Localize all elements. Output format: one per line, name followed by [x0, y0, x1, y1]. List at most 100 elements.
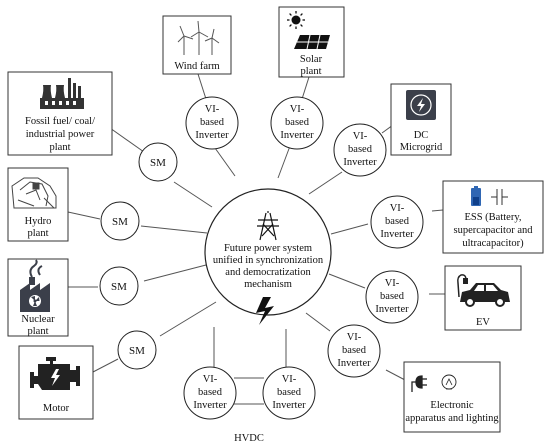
vi-line-2: based	[277, 387, 302, 398]
plug-and-lamp-icon	[411, 374, 457, 392]
dc-label-2: Microgrid	[400, 142, 443, 153]
sm-node-fossil: SM	[138, 142, 178, 182]
ess-label-3: ultracapacitor)	[462, 238, 524, 249]
center-line-2: unified in synchronization	[213, 255, 324, 266]
center-hub: Future power system unified in synchroni…	[204, 188, 332, 325]
power-plant-icon	[40, 78, 84, 109]
electric-car-icon	[457, 274, 510, 307]
vi-line-3: Inverter	[375, 304, 409, 315]
sm-label: SM	[111, 281, 127, 293]
vi-line-3: Inverter	[280, 130, 314, 141]
center-line-4: mechanism	[244, 279, 292, 290]
engine-icon	[30, 357, 80, 390]
link-center-sm1	[173, 181, 213, 208]
solar-label-2: plant	[301, 66, 322, 77]
link-sm2-hydro	[67, 211, 101, 220]
link-center-vi-dc	[308, 171, 343, 195]
box-frame	[403, 361, 501, 433]
vi-circle	[270, 96, 324, 150]
link-sm4-motor	[92, 358, 119, 373]
vi-line-3: Inverter	[272, 400, 306, 411]
vi-line-1: VI-	[353, 131, 368, 142]
motor-label: Motor	[43, 403, 70, 414]
vi-line-2: based	[342, 345, 367, 356]
vi-line-1: VI-	[347, 332, 362, 343]
vi-node-dc: VI- based Inverter	[333, 123, 387, 177]
sm-circle	[100, 201, 140, 241]
motor-box: Motor	[18, 345, 94, 420]
center-line-1: Future power system	[224, 243, 312, 254]
link-vi-ess-box	[431, 209, 444, 212]
vi-node-ess: VI- based Inverter	[370, 195, 424, 249]
link-center-vi-ev	[328, 273, 366, 289]
fossil-label-3: plant	[50, 142, 71, 153]
vi-line-2: based	[198, 387, 223, 398]
link-vi-elec-box	[385, 369, 406, 381]
vi-line-1: VI-	[205, 104, 220, 115]
electronic-label-2: apparatus and lighting	[405, 413, 499, 424]
pylon-icon	[257, 211, 279, 241]
vi-line-3: Inverter	[380, 229, 414, 240]
vi-line-1: VI-	[203, 374, 218, 385]
box-frame	[7, 167, 69, 242]
sm-circle	[117, 330, 157, 370]
nuclear-label-1: Nuclear	[21, 314, 55, 325]
ess-label-2: supercapacitor and	[453, 225, 533, 236]
nuclear-label-2: plant	[28, 326, 49, 337]
ev-box: EV	[444, 265, 522, 331]
fossil-label-1: Fossil fuel/ coal/	[25, 116, 95, 127]
electronic-box: Electronic apparatus and lighting	[403, 361, 501, 433]
hydro-plant-box: Hydro plant	[7, 167, 69, 242]
link-center-vi-ess	[330, 223, 369, 235]
vi-node-solar: VI- based Inverter	[270, 96, 324, 150]
nuclear-plant-icon	[20, 259, 50, 312]
solar-plant-box: Solar plant	[278, 6, 345, 78]
vi-node-hvdc-left: VI- based Inverter	[183, 366, 237, 420]
link-center-sm2	[140, 225, 208, 234]
vi-line-2: based	[285, 117, 310, 128]
center-line-3: and democratization	[225, 267, 311, 278]
link-center-vi-elec	[305, 312, 331, 332]
link-vi-wind-box	[197, 73, 207, 100]
ess-label-1: ESS (Battery,	[464, 212, 521, 223]
ess-box: ESS (Battery, supercapacitor and ultraca…	[442, 180, 544, 254]
connectors	[67, 73, 445, 405]
fossil-label-2: industrial power	[26, 129, 95, 140]
vi-circle	[365, 270, 419, 324]
solar-panel-icon	[287, 11, 330, 50]
sm-circle	[138, 142, 178, 182]
vi-line-3: Inverter	[337, 358, 371, 369]
vi-line-3: Inverter	[195, 130, 229, 141]
link-center-sm4	[159, 301, 217, 337]
vi-circle	[262, 366, 316, 420]
box-frame	[162, 15, 232, 75]
electronic-label-1: Electronic	[430, 400, 473, 411]
link-center-vi-wind	[214, 147, 236, 177]
dc-microgrid-box: DC Microgrid	[390, 83, 452, 156]
vi-line-1: VI-	[290, 104, 305, 115]
sm-label: SM	[129, 345, 145, 357]
vi-line-2: based	[380, 291, 405, 302]
sm-label: SM	[112, 216, 128, 228]
center-circle	[204, 188, 332, 316]
vi-line-2: based	[385, 216, 410, 227]
hydro-label-1: Hydro	[25, 216, 52, 227]
vi-line-2: based	[348, 144, 373, 155]
sm-node-hydro: SM	[100, 201, 140, 241]
vi-node-hvdc-right: VI- based Inverter	[262, 366, 316, 420]
vi-line-3: Inverter	[343, 157, 377, 168]
link-sm1-fossil	[109, 127, 145, 153]
hvdc-label: HVDC	[234, 433, 264, 444]
vi-circle	[370, 195, 424, 249]
sm-node-motor: SM	[117, 330, 157, 370]
box-frame	[442, 180, 544, 254]
wind-farm-label: Wind farm	[174, 61, 219, 72]
fossil-plant-box: Fossil fuel/ coal/ industrial power plan…	[7, 71, 113, 156]
vi-line-1: VI-	[282, 374, 297, 385]
vi-line-1: VI-	[390, 203, 405, 214]
vi-circle	[333, 123, 387, 177]
link-center-vi-solar	[277, 145, 291, 179]
link-vi-solar-box	[301, 76, 310, 100]
